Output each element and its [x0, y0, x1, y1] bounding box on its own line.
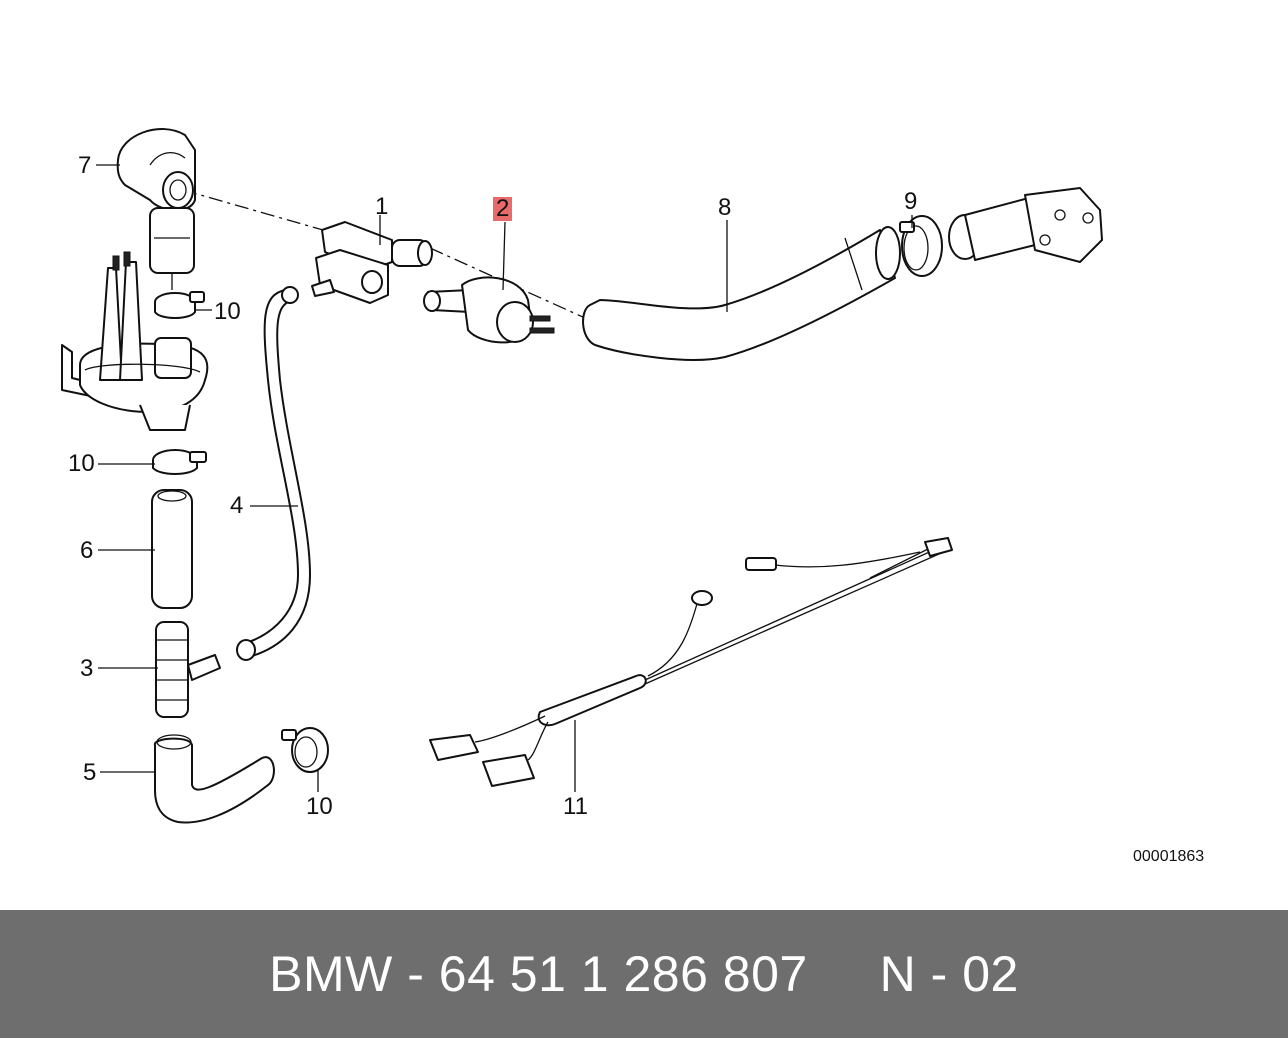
part-number-caption: BMW - 64 51 1 286 807 N - 02: [269, 946, 1019, 1002]
part-reservoir-bracket: [61, 251, 209, 431]
callout-10-bottom: 10: [306, 793, 333, 820]
callout-11: 11: [563, 793, 588, 820]
alignment-line-7-1: [182, 189, 331, 233]
exploded-view-drawing: [61, 128, 1103, 824]
part-11-wiring-harness: [429, 537, 953, 787]
callout-4: 4: [230, 492, 244, 519]
nozzle-bracket: [948, 187, 1103, 263]
part-7-tube: [149, 207, 195, 290]
footer-bar: BMW - 64 51 1 286 807 N - 02: [0, 910, 1288, 1038]
callout-7: 7: [78, 152, 92, 179]
diagram-reference-number: 00001863: [1133, 848, 1205, 865]
callout-9: 9: [904, 188, 918, 215]
part-8-hose: [582, 226, 901, 361]
part-1-t-piece: [311, 221, 433, 304]
part-10-clamp-middle: [152, 449, 207, 475]
callout-leaders: [96, 164, 913, 792]
part-2-washer-pump: [423, 276, 555, 344]
part-5-elbow-hose: [153, 734, 275, 824]
callout-1: 1: [375, 193, 389, 220]
callout-6: 6: [80, 537, 94, 564]
callout-5: 5: [83, 759, 97, 786]
callout-2-highlighted: 2: [493, 197, 513, 221]
callout-10-top: 10: [214, 298, 241, 325]
part-10-clamp-top: [154, 291, 205, 319]
callout-10-middle: 10: [68, 450, 95, 477]
callout-3: 3: [80, 655, 94, 682]
part-7-elbow-cap: [116, 128, 196, 212]
part-3-t-connector: [155, 621, 221, 718]
callout-8: 8: [718, 194, 732, 221]
part-9-clamp: [899, 215, 943, 277]
part-4-hose: [236, 286, 311, 661]
part-10-clamp-bottom: [281, 727, 329, 773]
part-6-tube: [151, 489, 193, 609]
parts-diagram: 7 1 2 8 9 10 10 4 6 3 5 10 11 00001863: [61, 128, 1205, 865]
